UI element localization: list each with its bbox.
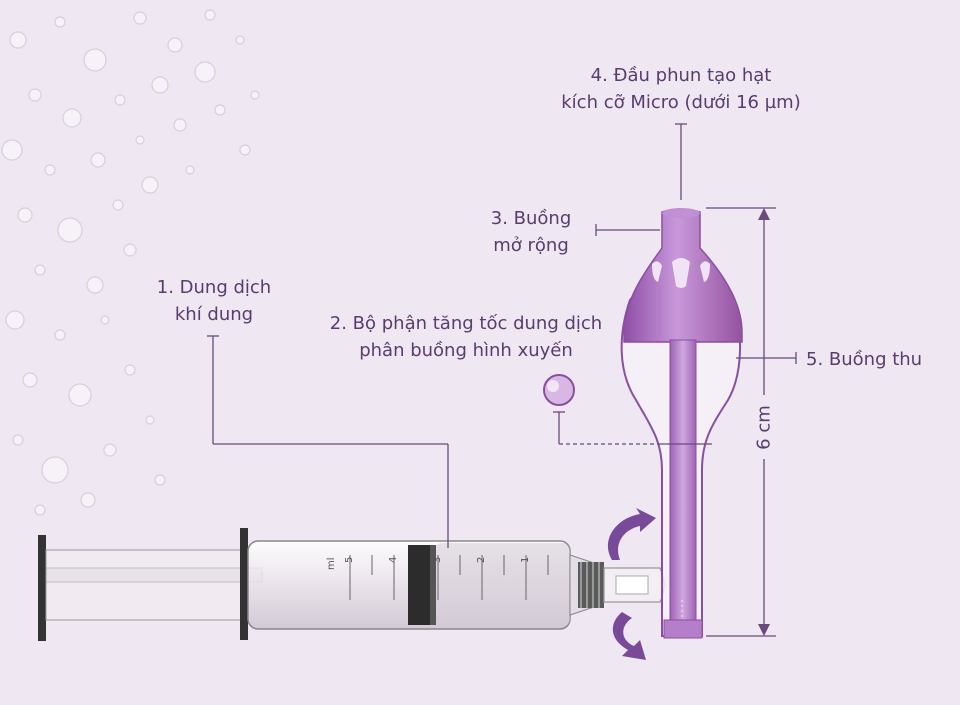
label-expansion-line1: 3. Buồng (490, 208, 572, 229)
label-collection: 5. Buồng thu (806, 349, 923, 370)
syringe-mark-3: 3 (432, 557, 443, 563)
label-accelerator: 2. Bộ phận tăng tốc dung dịch phân buồng… (316, 310, 616, 364)
plunger-thumb-rest (38, 535, 46, 641)
label-solution: 1. Dung dịch khí dung (140, 274, 288, 328)
syringe: ml 5 4 3 2 1 (38, 528, 665, 641)
label-nozzle: 4. Đầu phun tạo hạt kích cỡ Micro (dưới … (541, 62, 821, 116)
label-accelerator-line2: phân buồng hình xuyến (359, 340, 573, 361)
label-nozzle-line1: 4. Đầu phun tạo hạt (590, 65, 772, 86)
plunger-stopper (408, 545, 434, 625)
water-drops-background (1, 9, 260, 516)
label-nozzle-line2: kích cỡ Micro (dưới 16 µm) (561, 92, 801, 113)
syringe-mark-1: 1 (520, 557, 531, 563)
accelerator-marker (543, 374, 575, 406)
dimension-arrows (758, 208, 770, 636)
label-solution-line1: 1. Dung dịch (156, 277, 272, 298)
label-expansion-line2: mở rộng (493, 235, 569, 256)
label-accelerator-line1: 2. Bộ phận tăng tốc dung dịch (329, 313, 603, 334)
rotation-arrows-icon (607, 508, 656, 660)
inner-tube (669, 339, 697, 639)
syringe-graduations (349, 555, 549, 600)
label-expansion: 3. Buồng mở rộng (476, 205, 586, 259)
barrel-flange (240, 528, 248, 640)
nebulizer-device (620, 208, 743, 639)
syringe-unit: ml (326, 557, 337, 570)
dimension-label: 6 cm (753, 405, 775, 450)
syringe-mark-2: 2 (476, 557, 487, 563)
label-solution-line2: khí dung (174, 304, 254, 325)
syringe-mark-4: 4 (388, 557, 399, 563)
syringe-mark-5: 5 (344, 557, 355, 563)
dimension-label-bg (752, 395, 776, 459)
